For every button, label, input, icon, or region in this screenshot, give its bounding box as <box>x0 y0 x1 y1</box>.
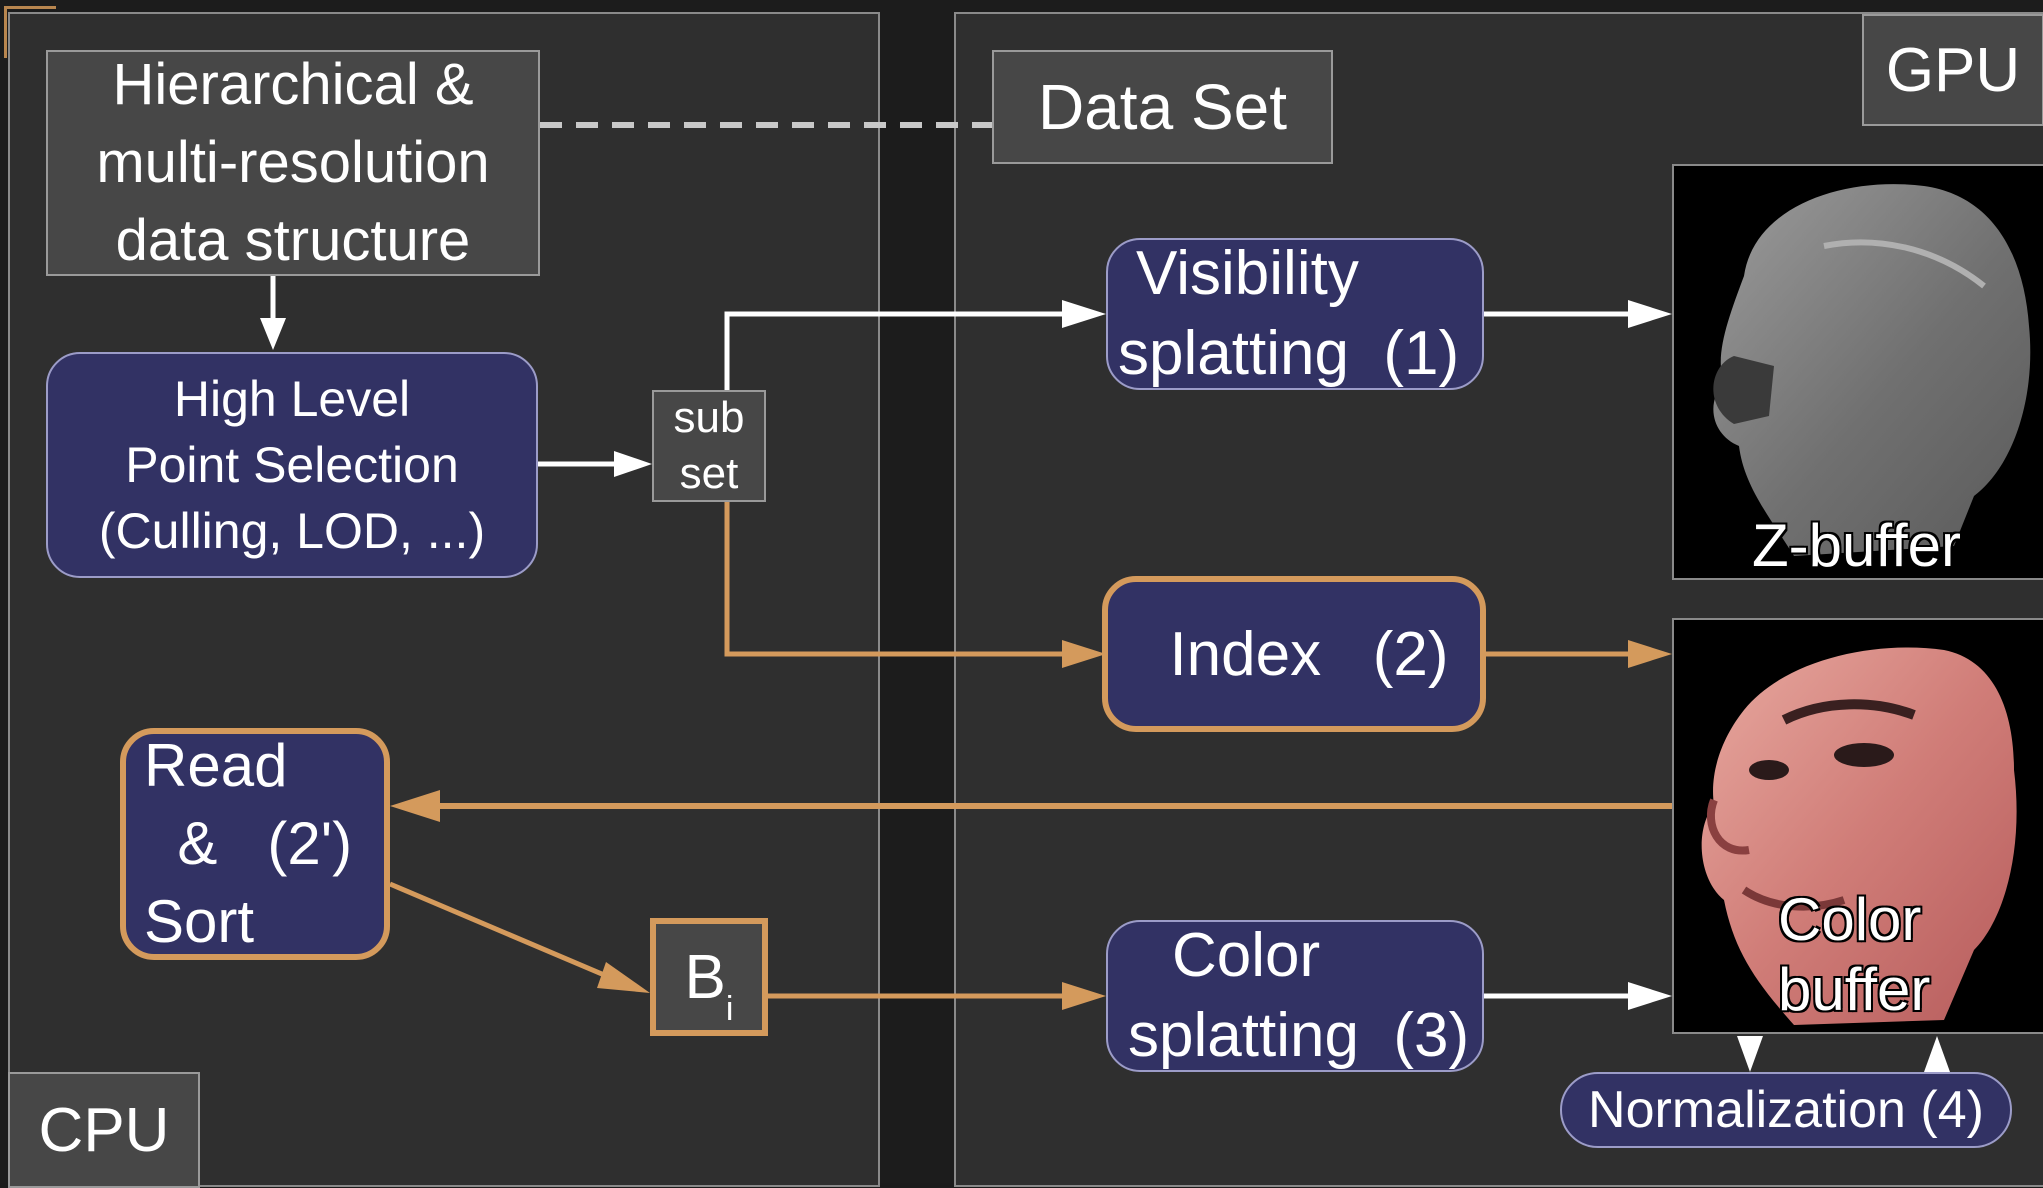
read-sort-line-1: Read <box>144 732 288 799</box>
arrowhead-colorsplat-to-colorbuffer <box>1628 982 1672 1010</box>
index-box: Index (2) <box>1102 576 1486 732</box>
arrowhead-bi-to-colorsplat <box>1062 982 1106 1010</box>
bi-box: Bi <box>650 918 768 1036</box>
gpu-label: GPU <box>1885 35 2021 105</box>
arrow-subset-to-index <box>724 502 1068 657</box>
subset-line-2: set <box>679 449 739 498</box>
color-splatting-box: Color splatting (3) <box>1106 920 1484 1072</box>
hierarchical-line-2: multi-resolution <box>96 130 490 195</box>
hierarchical-data-structure-box: Hierarchical & multi-resolution data str… <box>46 50 540 276</box>
arrowhead-subset-to-visibility <box>1062 300 1106 328</box>
hierarchical-line-1: Hierarchical & <box>112 52 474 117</box>
color-buffer-image: Color buffer <box>1672 618 2043 1034</box>
arrowhead-subset-to-index <box>1062 640 1106 668</box>
arrowhead-readsort-to-bi <box>597 962 650 993</box>
zbuffer-head-illustration <box>1713 184 2031 556</box>
read-sort-box: Read & (2') Sort <box>120 728 390 960</box>
zbuffer-label: Z-buffer <box>1752 512 1961 579</box>
arrowhead-select-to-subset <box>614 451 652 477</box>
color-buffer-label-line-2: buffer <box>1778 956 1931 1023</box>
read-sort-line-2: & (2') <box>144 810 353 877</box>
color-splat-line-2: splatting (3) <box>1128 1001 1470 1070</box>
high-level-line-3: (Culling, LOD, ...) <box>98 503 486 559</box>
data-set-label: Data Set <box>1037 71 1288 143</box>
bi-subscript: i <box>725 989 734 1028</box>
arrowhead-buffer-to-normalization <box>1737 1036 1763 1072</box>
visibility-line-1: Visibility <box>1136 239 1359 308</box>
zbuffer-image: Z-buffer <box>1672 164 2043 580</box>
high-level-line-1: High Level <box>173 371 411 427</box>
cpu-label-box: CPU <box>8 1072 200 1188</box>
read-sort-line-3: Sort <box>144 888 255 955</box>
color-buffer-label-line-1: Color <box>1778 886 1922 953</box>
high-level-point-selection-box: High Level Point Selection (Culling, LOD… <box>46 352 538 578</box>
subset-line-1: sub <box>673 393 745 442</box>
arrowhead-index-to-colorbuffer <box>1628 640 1672 668</box>
hierarchical-line-3: data structure <box>115 208 471 273</box>
normalization-label: Normalization (4) <box>1588 1081 1984 1139</box>
color-splat-line-1: Color <box>1172 921 1321 990</box>
subset-box: sub set <box>652 390 766 502</box>
gpu-label-box: GPU <box>1862 14 2043 126</box>
high-level-line-2: Point Selection <box>125 437 459 493</box>
arrowhead-colorbuffer-to-readsort <box>390 790 440 822</box>
bi-label: Bi <box>684 942 734 1028</box>
normalization-box: Normalization (4) <box>1560 1072 2012 1148</box>
visibility-line-2: splatting (1) <box>1118 319 1460 388</box>
index-label: Index (2) <box>1169 619 1449 689</box>
arrow-readsort-to-bi <box>389 881 617 983</box>
arrowhead-hier-to-select <box>260 318 286 350</box>
visibility-splatting-box: Visibility splatting (1) <box>1106 238 1484 390</box>
arrowhead-visibility-to-zbuffer <box>1628 300 1672 328</box>
arrow-subset-to-visibility <box>724 311 1068 390</box>
cpu-label: CPU <box>38 1095 170 1165</box>
corner-mark <box>4 6 56 58</box>
color-buffer-face-illustration <box>1701 647 2017 1025</box>
arrowhead-normalization-to-buffer <box>1924 1036 1950 1072</box>
bi-main: B <box>684 942 726 1012</box>
data-set-box: Data Set <box>992 50 1333 164</box>
